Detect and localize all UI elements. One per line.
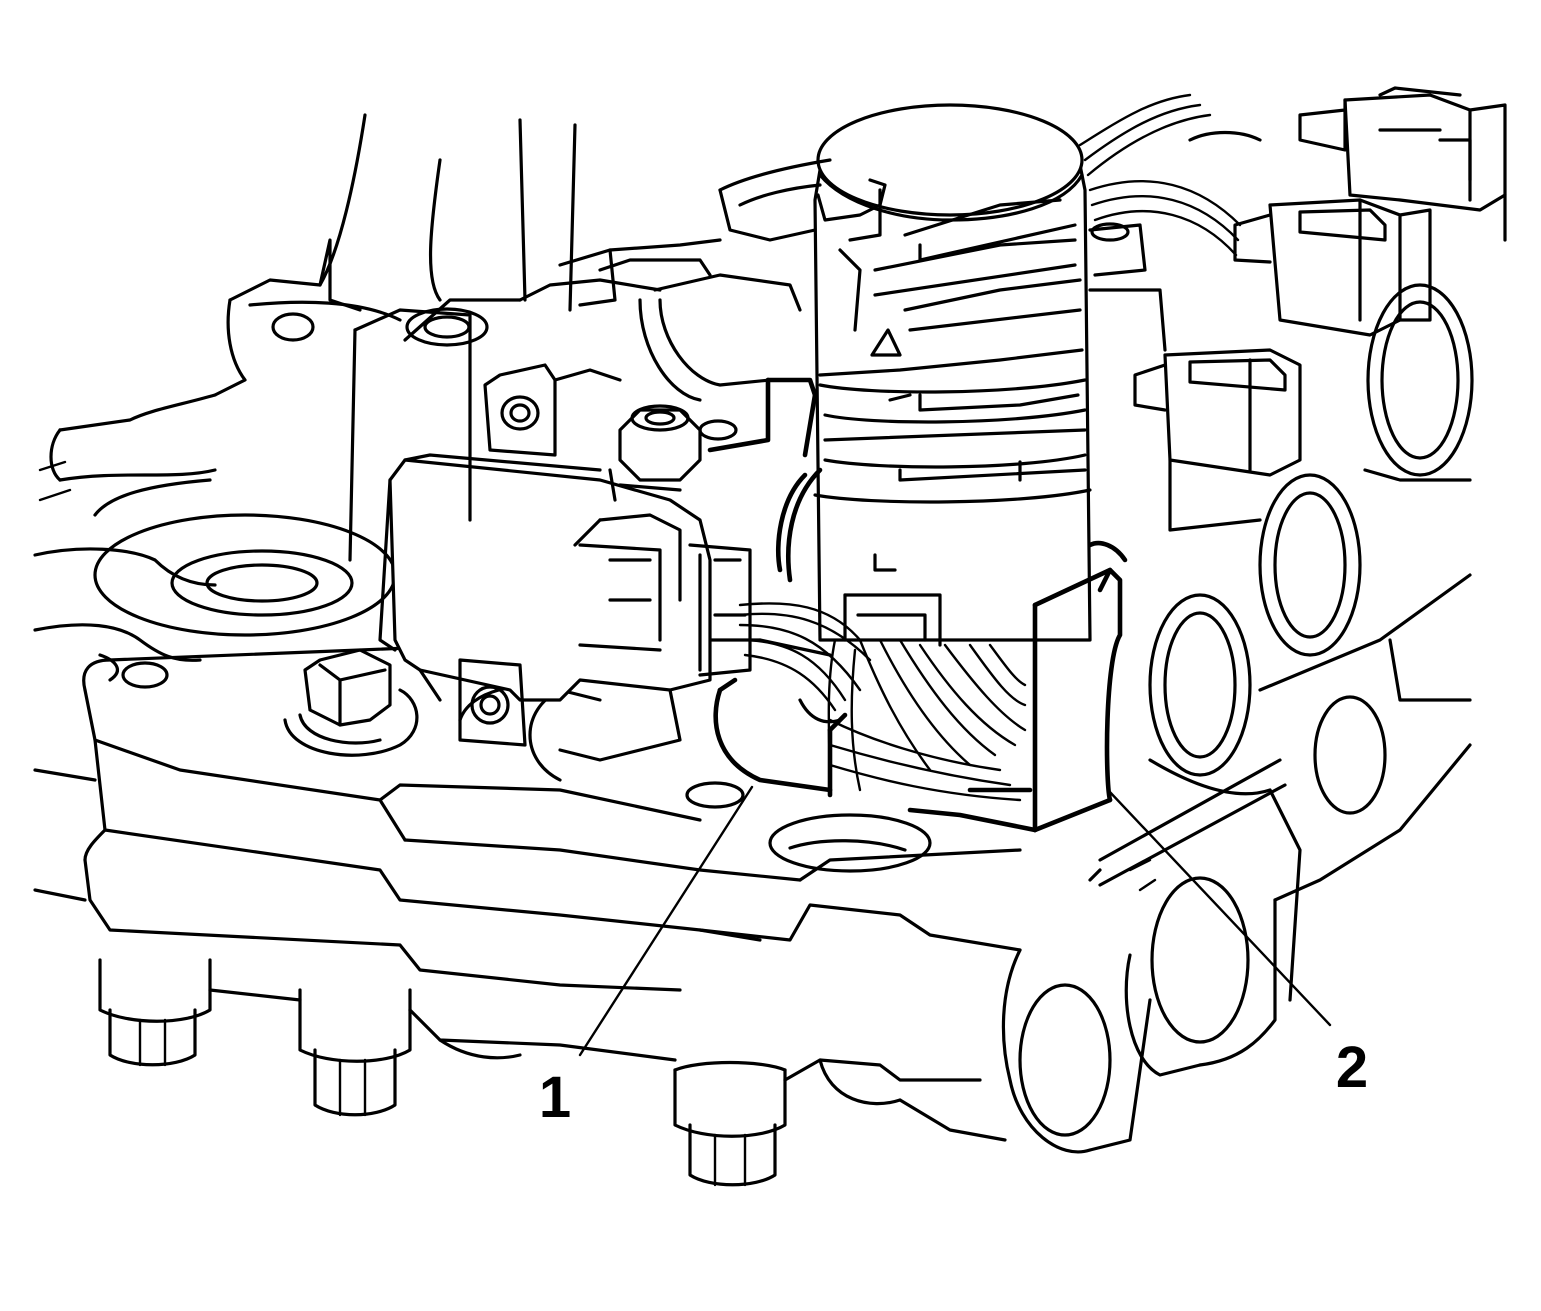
bolt-3 — [673, 1060, 787, 1187]
connector-lower-right — [1133, 348, 1302, 532]
wire-harness-upper — [1078, 93, 1262, 352]
solenoid-block-right — [1001, 283, 1474, 1154]
harness-retainer — [713, 677, 1033, 798]
transmission-case-outline — [33, 113, 722, 682]
pressure-solenoid-cylinder — [813, 103, 1092, 647]
callout-label-2: 2 — [1336, 1035, 1368, 1100]
leader-line-1 — [578, 785, 754, 1057]
connector-upper-right — [1298, 86, 1507, 242]
valve-channels — [553, 158, 832, 402]
leader-line-2 — [1106, 788, 1332, 1027]
callout-label-1: 1 — [539, 1065, 571, 1130]
connector-mid-right — [1233, 198, 1432, 337]
bolt-1 — [98, 958, 212, 1067]
plate-lower-edges — [208, 988, 1007, 1142]
hex-bolt-center — [283, 308, 472, 757]
bolt-2 — [298, 988, 412, 1117]
retaining-clip — [707, 377, 1128, 833]
wire-harness-bundle — [738, 602, 1032, 802]
connector-module-left — [378, 363, 752, 762]
